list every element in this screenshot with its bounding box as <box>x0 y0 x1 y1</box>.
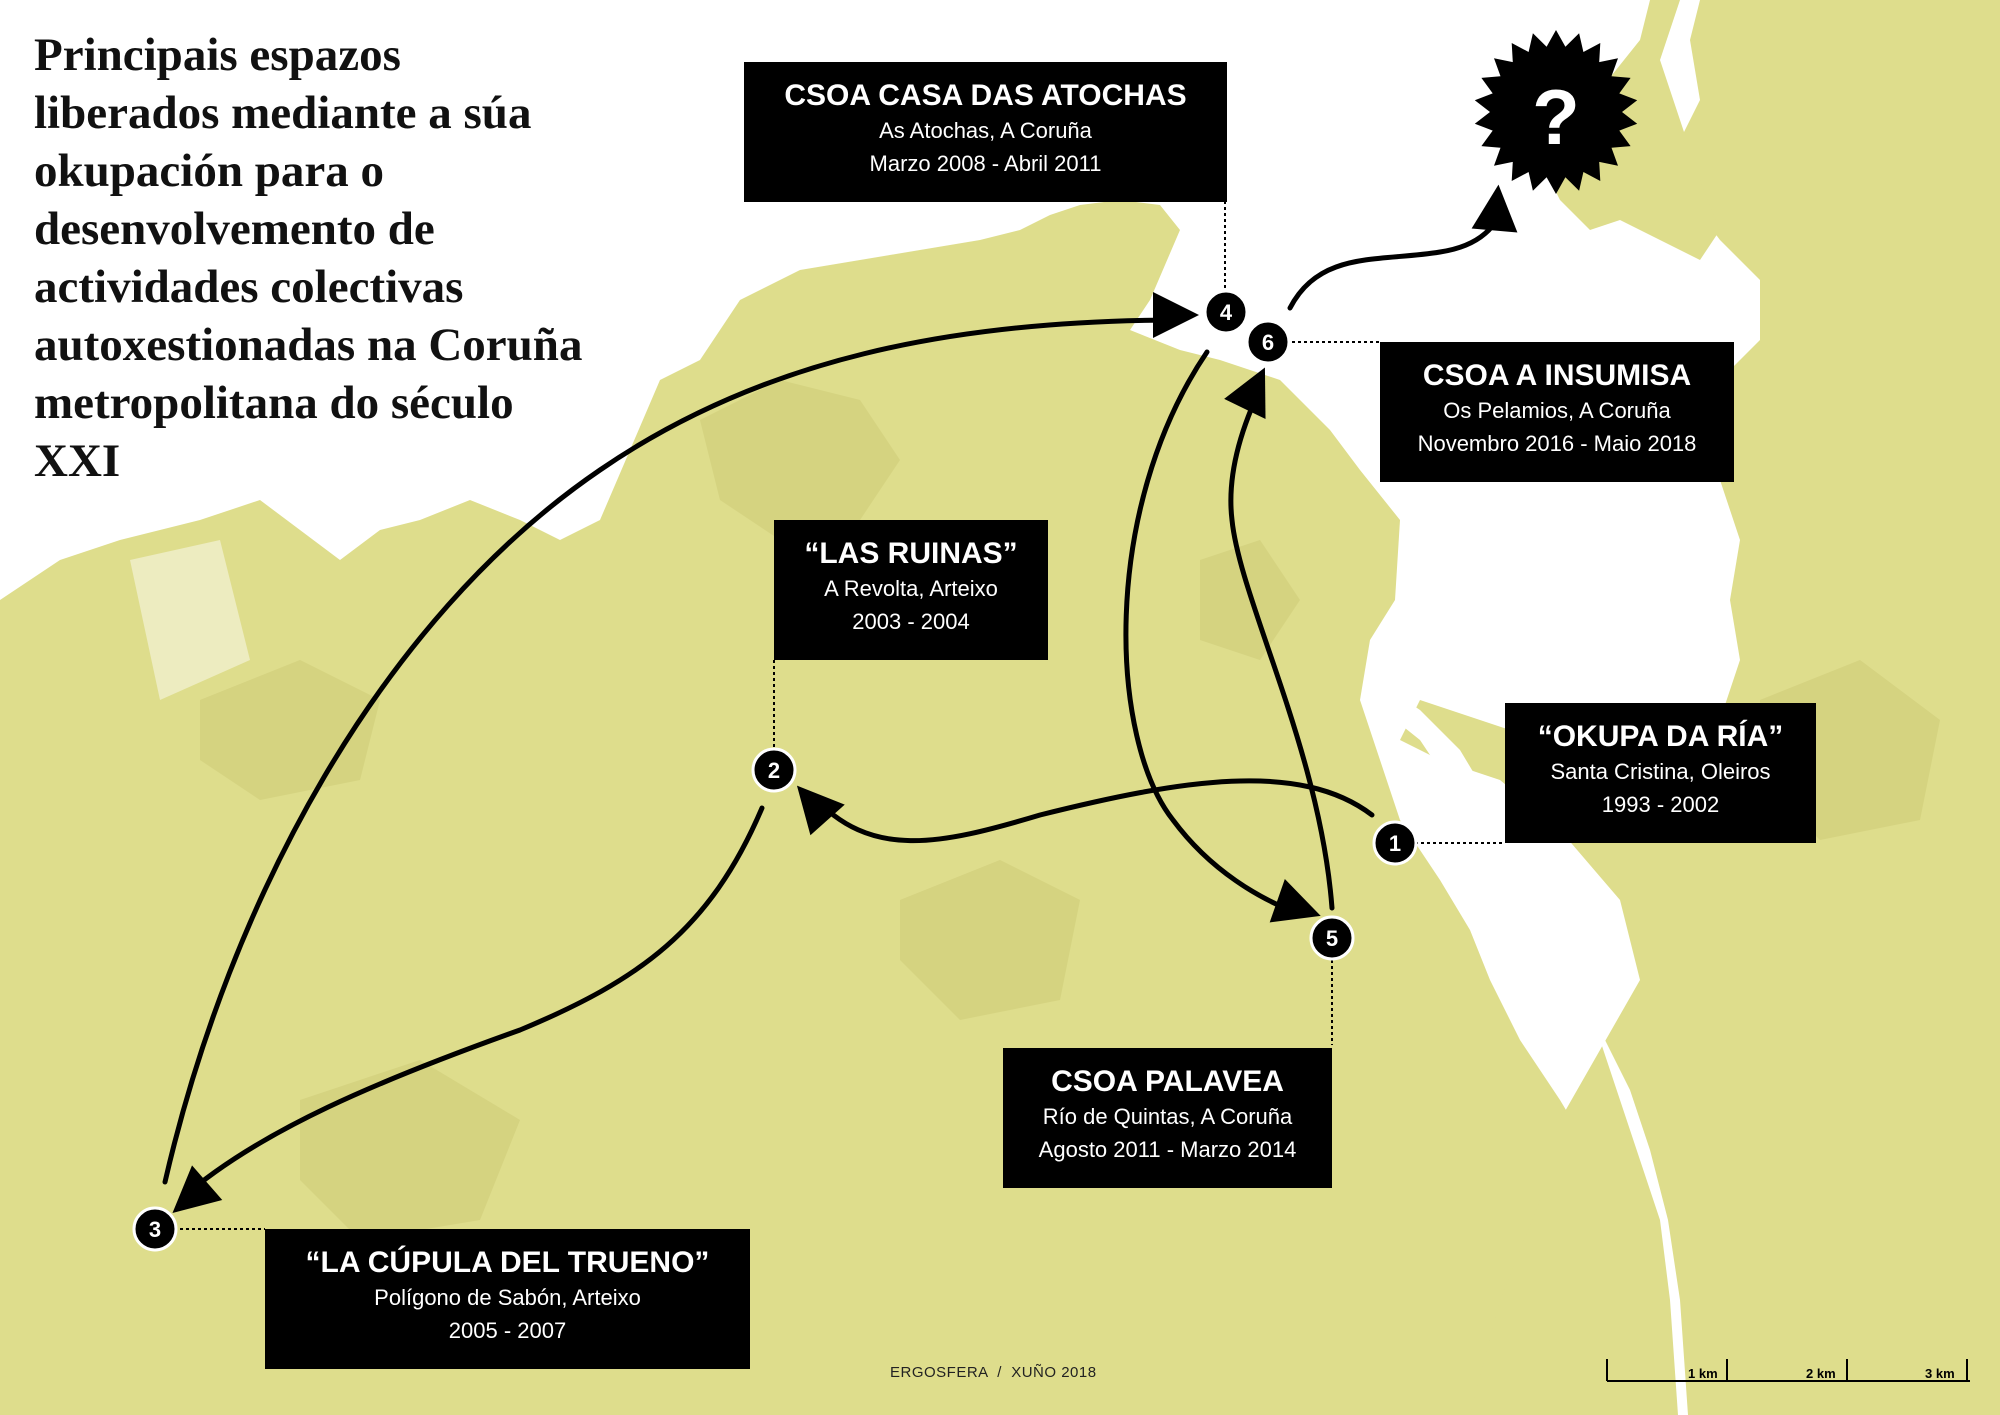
scale-label-2km: 2 km <box>1806 1366 1836 1381</box>
site-4-dates: Marzo 2008 - Abril 2011 <box>869 151 1102 176</box>
land-peninsula <box>1540 0 1720 260</box>
site-4-place: As Atochas, A Coruña <box>879 118 1092 143</box>
site-marker-2-number: 2 <box>768 758 780 783</box>
land-texture <box>200 380 1940 1240</box>
site-marker-6[interactable]: 6 <box>1245 319 1291 365</box>
label-box-site-6: CSOA A INSUMISA Os Pelamios, A Coruña No… <box>1380 342 1734 482</box>
label-box-site-5: CSOA PALAVEA Río de Quintas, A Coruña Ag… <box>1003 1048 1332 1188</box>
site-marker-5[interactable]: 5 <box>1309 915 1355 961</box>
site-2-place: A Revolta, Arteixo <box>824 576 998 601</box>
site-5-name: CSOA PALAVEA <box>1051 1065 1284 1098</box>
starburst-icon <box>1474 30 1638 194</box>
arrow-6-to-future <box>1287 184 1518 311</box>
site-1-dates: 1993 - 2002 <box>1601 792 1720 817</box>
site-marker-3-number: 3 <box>149 1217 161 1242</box>
site-marker-4-number: 4 <box>1220 300 1233 325</box>
future-badge: ? <box>1474 30 1638 194</box>
arrow-3-to-4 <box>162 292 1199 1185</box>
site-marker-1-number: 1 <box>1389 831 1401 856</box>
scale-label-1km: 1 km <box>1688 1366 1718 1381</box>
site-2-dates: 2003 - 2004 <box>852 609 970 634</box>
route-arrows <box>162 184 1518 1213</box>
site-markers: 1 2 3 4 5 6 <box>132 289 1418 1252</box>
future-question-mark: ? <box>1532 73 1580 161</box>
arrow-1-to-2 <box>796 778 1375 844</box>
map-title: Principais espazos liberados mediante a … <box>34 29 583 487</box>
scale-label-3km: 3 km <box>1925 1366 1955 1381</box>
site-marker-6-number: 6 <box>1262 330 1274 355</box>
site-6-dates: Novembro 2016 - Maio 2018 <box>1417 431 1697 456</box>
land-east <box>1400 0 2000 1415</box>
site-3-place: Polígono de Sabón, Arteixo <box>374 1285 641 1310</box>
site-6-place: Os Pelamios, A Coruña <box>1443 398 1671 423</box>
label-box-site-4: CSOA CASA DAS ATOCHAS As Atochas, A Coru… <box>744 62 1227 202</box>
site-marker-2[interactable]: 2 <box>751 747 797 793</box>
site-4-name: CSOA CASA DAS ATOCHAS <box>784 79 1187 112</box>
arrow-4-to-5 <box>1123 349 1321 923</box>
site-6-name: CSOA A INSUMISA <box>1422 359 1692 392</box>
label-box-site-2: “LAS RUINAS” A Revolta, Arteixo 2003 - 2… <box>774 520 1048 660</box>
site-1-name: “OKUPA DA RÍA” <box>1537 720 1784 753</box>
label-box-site-1: “OKUPA DA RÍA” Santa Cristina, Oleiros 1… <box>1505 703 1816 843</box>
site-3-name: “LA CÚPULA DEL TRUENO” <box>305 1246 710 1279</box>
site-marker-1[interactable]: 1 <box>1372 820 1418 866</box>
arrow-5-to-6 <box>1224 367 1335 911</box>
port-west <box>130 540 250 700</box>
arrow-2-to-3 <box>172 805 765 1213</box>
site-marker-5-number: 5 <box>1326 926 1338 951</box>
site-1-place: Santa Cristina, Oleiros <box>1550 759 1771 784</box>
label-box-site-3: “LA CÚPULA DEL TRUENO” Polígono de Sabón… <box>265 1229 750 1369</box>
scale-bar <box>1606 1359 1970 1382</box>
credit-footer: ERGOSFERA / XUÑO 2018 <box>890 1364 1097 1381</box>
site-5-place: Río de Quintas, A Coruña <box>1042 1104 1293 1129</box>
site-3-dates: 2005 - 2007 <box>448 1318 567 1343</box>
site-2-name: “LAS RUINAS” <box>804 537 1018 570</box>
site-marker-3[interactable]: 3 <box>132 1206 178 1252</box>
site-marker-4[interactable]: 4 <box>1203 289 1249 335</box>
site-5-dates: Agosto 2011 - Marzo 2014 <box>1038 1137 1297 1162</box>
